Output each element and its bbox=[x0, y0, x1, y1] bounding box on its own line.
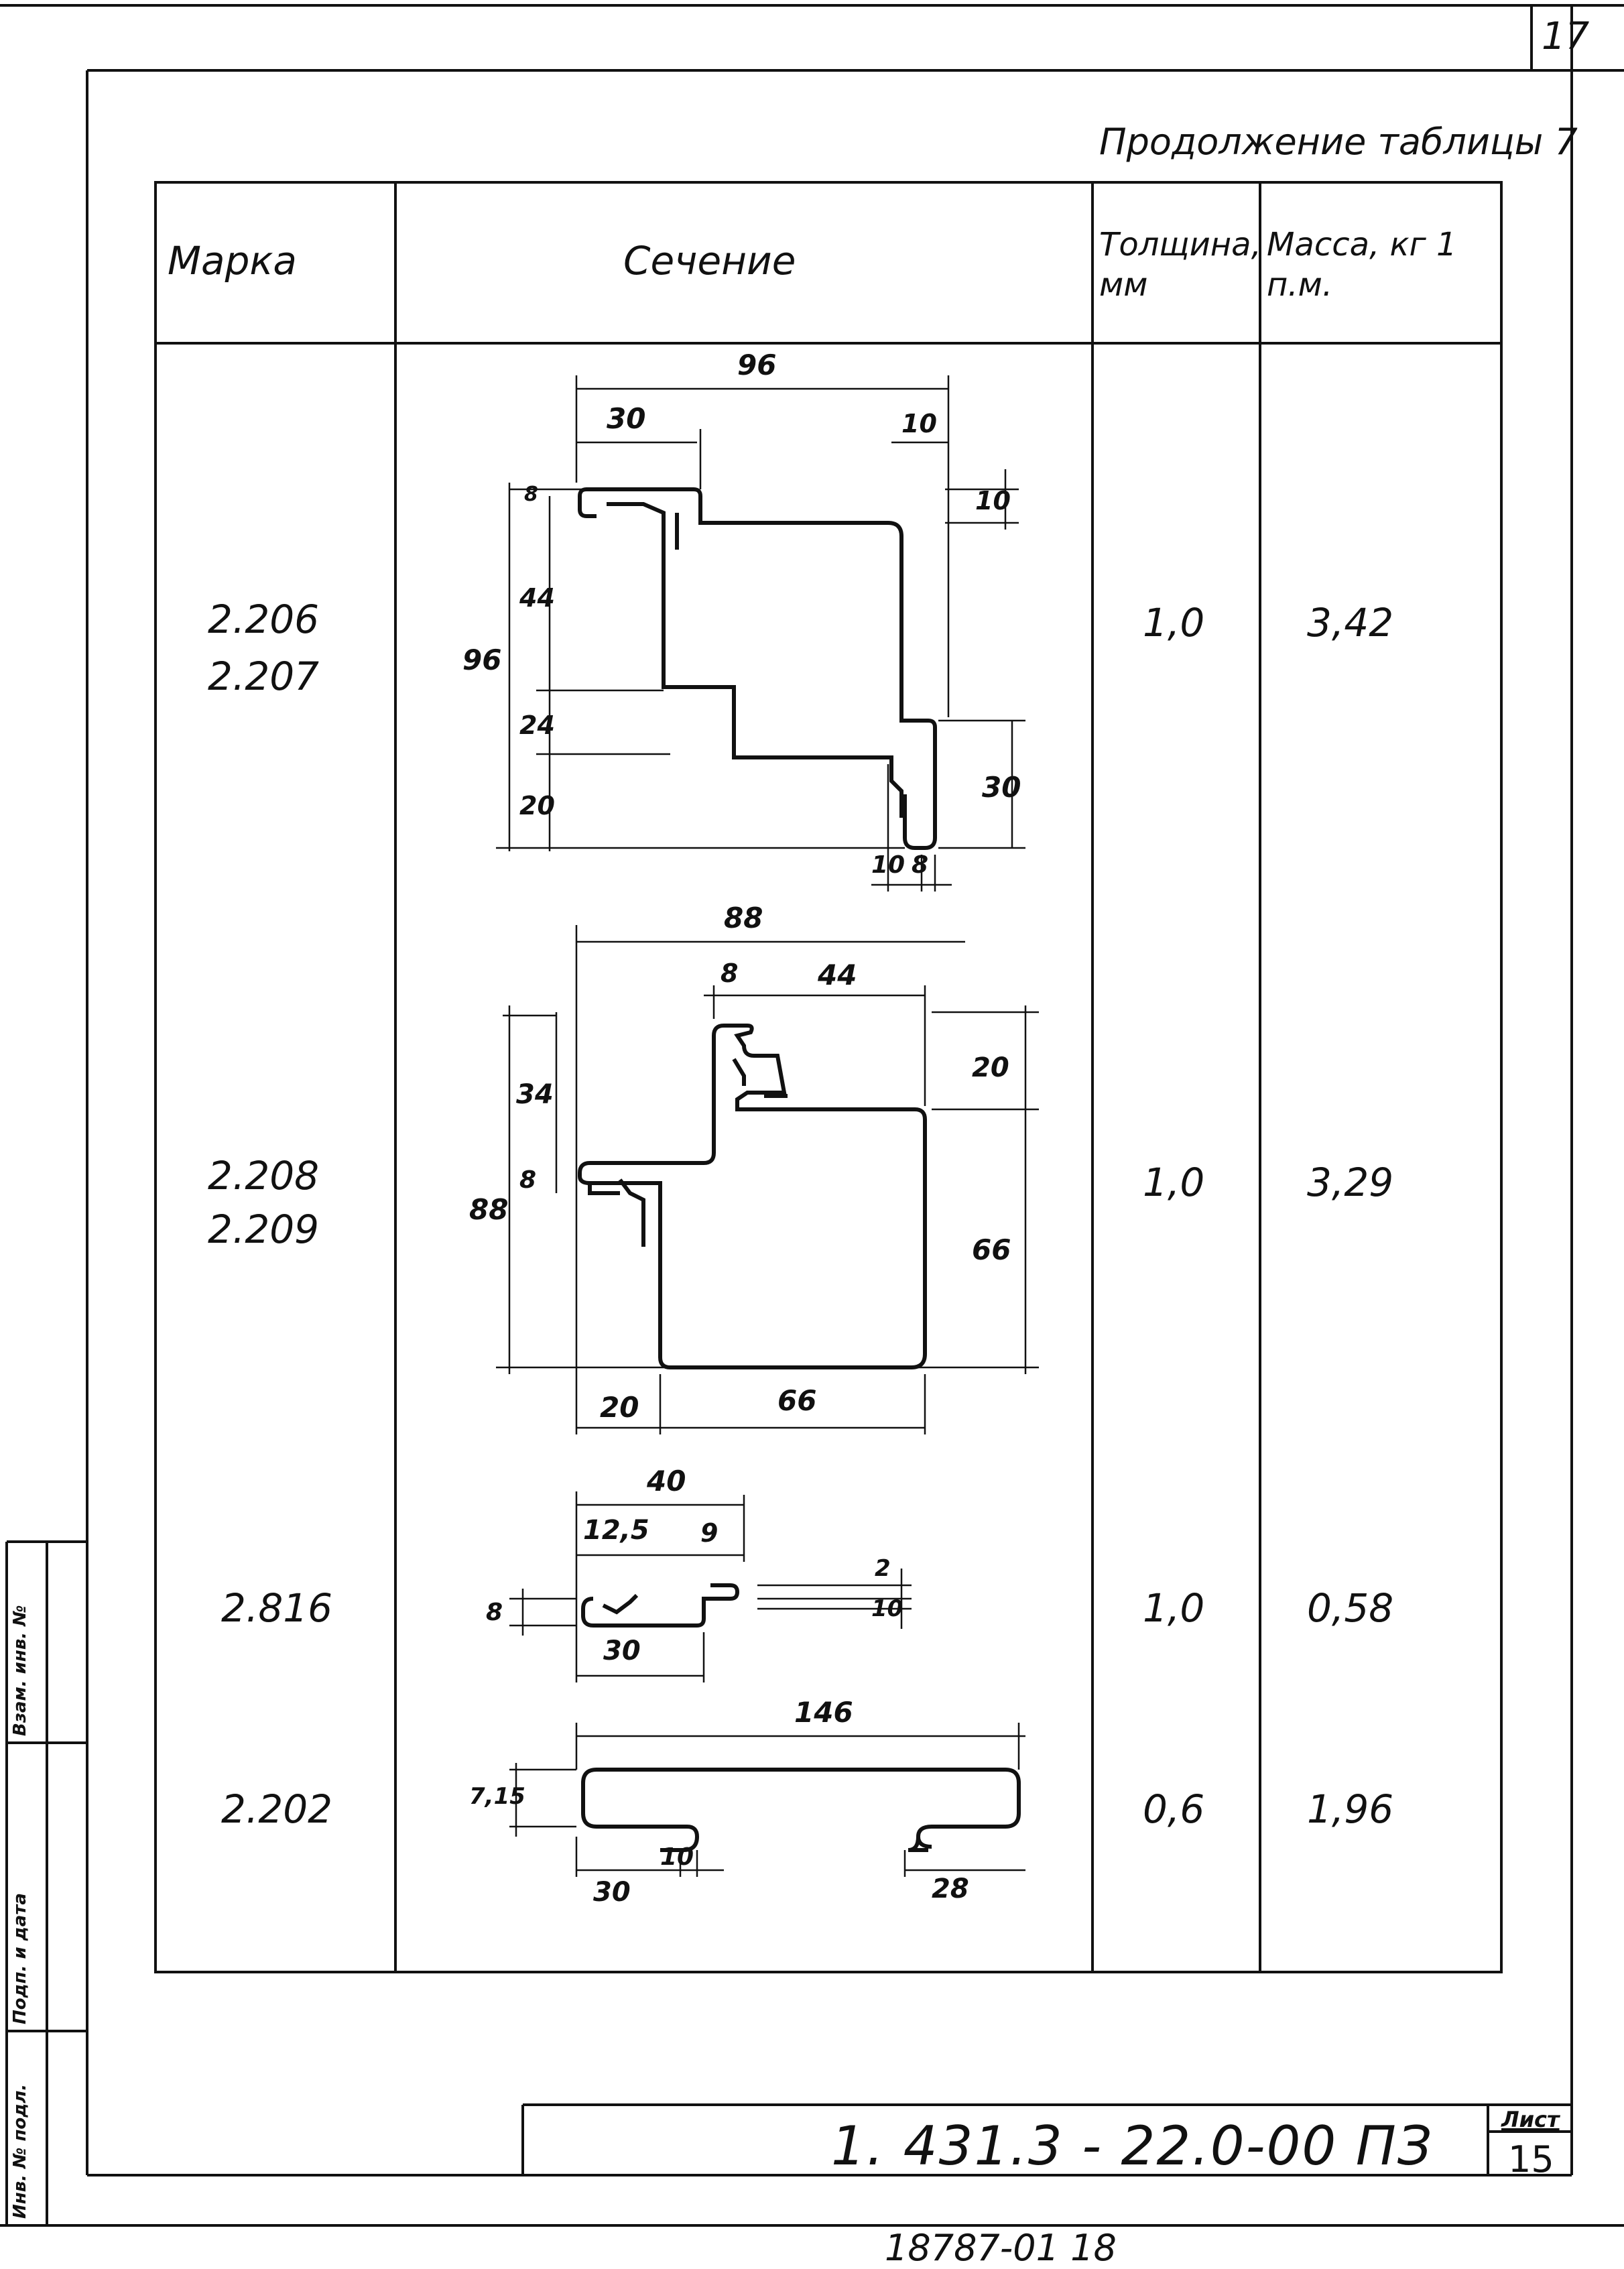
dim-3-height: 8 bbox=[486, 1599, 503, 1626]
profile-2-202-dimensions bbox=[509, 1723, 1025, 1877]
row2-massa: 3,29 bbox=[1307, 1160, 1394, 1205]
dim-3-right-lip: 9 bbox=[700, 1518, 719, 1548]
dim-4-right-slot: 28 bbox=[932, 1874, 969, 1904]
dim-4-slot-width: 10 bbox=[660, 1843, 694, 1871]
row4-massa: 1,96 bbox=[1307, 1786, 1394, 1832]
dim-2-bottom-width: 66 bbox=[777, 1384, 817, 1417]
dim-3-bottom: 30 bbox=[603, 1636, 641, 1666]
dim-3-lip: 12,5 bbox=[583, 1515, 649, 1546]
dim-3-right-b: 2 bbox=[875, 1555, 891, 1582]
dim-2-lip: 8 bbox=[519, 1166, 537, 1194]
sheet-number: 15 bbox=[1508, 2138, 1554, 2181]
profile-2-206-dimensions bbox=[496, 375, 1025, 892]
header-tolshchina: Толщина, мм bbox=[1099, 226, 1261, 304]
dim-2-bottom-left: 20 bbox=[600, 1391, 639, 1424]
row4-marka: 2.202 bbox=[221, 1786, 333, 1832]
dim-4-width: 146 bbox=[794, 1696, 853, 1729]
dim-1-right-height: 30 bbox=[982, 771, 1021, 804]
header-marka: Марка bbox=[168, 238, 297, 284]
document-code: 1. 431.3 - 22.0-00 ПЗ bbox=[831, 2115, 1434, 2177]
row1-marka-b: 2.207 bbox=[208, 654, 320, 699]
corner-page-number: 17 bbox=[1542, 15, 1590, 58]
header-massa: Масса, кг 1 п.м. bbox=[1267, 226, 1457, 304]
dim-1-width: 96 bbox=[737, 349, 777, 381]
stamp-vzam-inv: Взам. инв. № bbox=[10, 1605, 30, 1737]
dim-2-top-width: 44 bbox=[818, 959, 857, 991]
stamp-inv-podl: Инв. № подл. bbox=[10, 2083, 30, 2219]
dim-1-bottom-b: 8 bbox=[912, 851, 929, 879]
row1-massa: 3,42 bbox=[1307, 600, 1394, 646]
row2-marka-a: 2.208 bbox=[208, 1153, 320, 1199]
footer-code: 18787-01 18 bbox=[885, 2227, 1117, 2269]
dim-1-middle: 24 bbox=[519, 711, 555, 740]
profile-2-208-dimensions bbox=[496, 925, 1039, 1434]
dim-2-width: 88 bbox=[724, 902, 763, 934]
row3-tolshchina: 1,0 bbox=[1143, 1585, 1205, 1631]
table-continuation-caption: Продолжение таблицы 7 bbox=[1099, 121, 1578, 163]
stamp-podp-data: Подп. и дата bbox=[10, 1893, 30, 2024]
dim-1-right-top: 10 bbox=[975, 486, 1011, 515]
row1-tolshchina: 1,0 bbox=[1143, 600, 1205, 646]
dim-1-left-flange: 30 bbox=[607, 402, 646, 435]
profile-2-202-section bbox=[581, 1768, 1021, 1852]
row1-marka-a: 2.206 bbox=[208, 597, 320, 642]
dim-2-upper-height: 34 bbox=[516, 1079, 554, 1110]
dim-3-right-a: 10 bbox=[871, 1595, 903, 1622]
dim-1-height: 96 bbox=[462, 643, 502, 676]
row2-tolshchina: 1,0 bbox=[1143, 1160, 1205, 1205]
profile-2-816-dimensions bbox=[509, 1491, 912, 1682]
dim-1-right-lip: 10 bbox=[901, 409, 937, 438]
dim-1-bottom-a: 10 bbox=[871, 851, 905, 879]
dim-2-right-height: 66 bbox=[972, 1233, 1011, 1266]
profile-2-206-section bbox=[578, 487, 937, 850]
row4-tolshchina: 0,6 bbox=[1143, 1786, 1205, 1832]
row3-massa: 0,58 bbox=[1307, 1585, 1394, 1631]
dim-1-lip: 8 bbox=[524, 483, 538, 506]
row2-marka-b: 2.209 bbox=[208, 1207, 320, 1252]
header-sechenie: Сечение bbox=[623, 238, 796, 284]
dim-3-width: 40 bbox=[647, 1465, 686, 1497]
dim-2-height: 88 bbox=[469, 1193, 509, 1226]
dim-2-right-top: 20 bbox=[972, 1052, 1009, 1083]
dim-2-top-lip: 8 bbox=[721, 959, 739, 988]
profile-2-208-section bbox=[578, 1024, 927, 1369]
dim-1-lower: 20 bbox=[519, 791, 555, 820]
dim-4-left-slot: 30 bbox=[593, 1877, 631, 1908]
row3-marka: 2.816 bbox=[221, 1585, 333, 1631]
sheet-label: Лист bbox=[1501, 2107, 1560, 2132]
dim-4-height: 7,15 bbox=[469, 1783, 525, 1810]
profile-2-816-section bbox=[581, 1583, 740, 1628]
dim-1-upper: 44 bbox=[519, 583, 555, 613]
